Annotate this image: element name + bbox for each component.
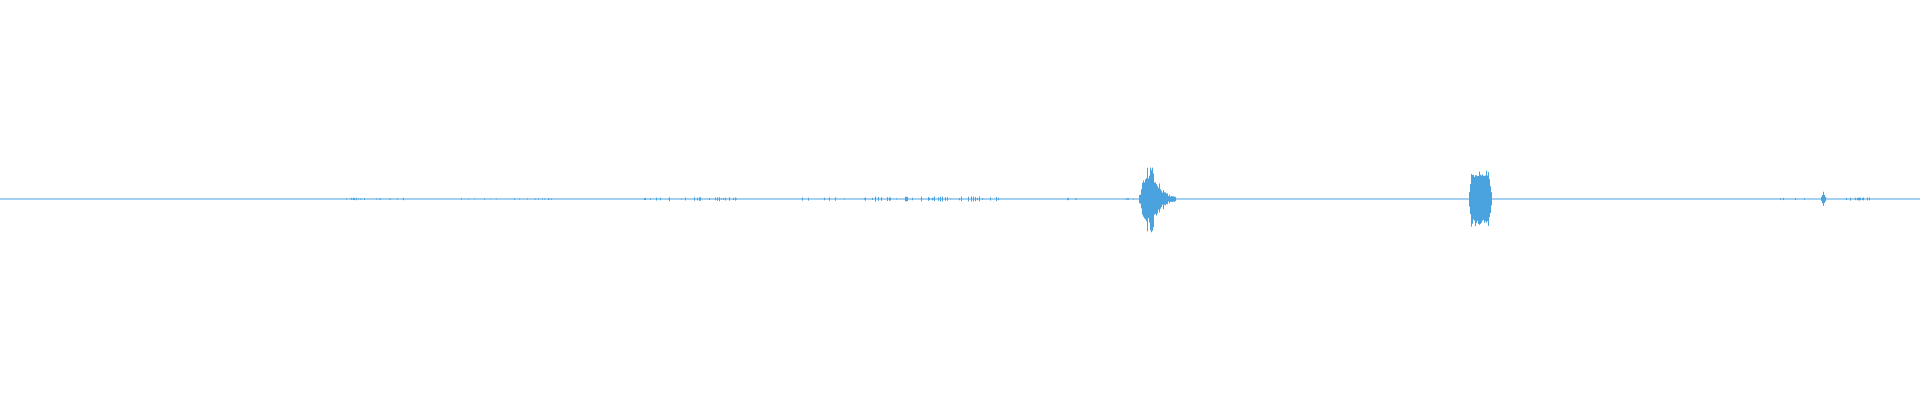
waveform-canvas[interactable] bbox=[0, 0, 1920, 400]
audio-waveform-panel[interactable] bbox=[0, 0, 1920, 400]
